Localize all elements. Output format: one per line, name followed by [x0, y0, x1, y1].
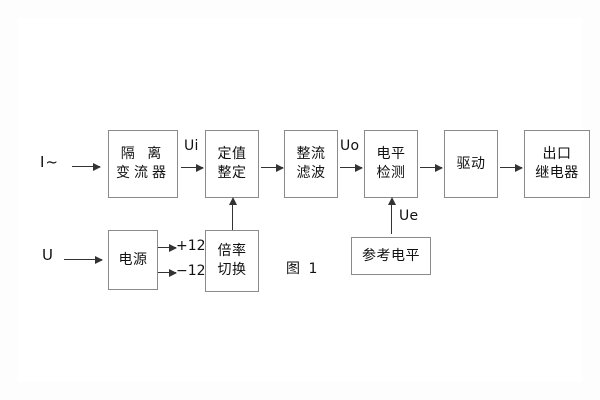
block-isolation-transformer-line2: 变流器	[116, 165, 170, 181]
block-drive-line1: 驱动	[456, 155, 486, 172]
block-output-relay-line1: 出口	[542, 146, 572, 163]
arrow-multiplier-to-setting	[228, 197, 237, 230]
block-rectify-filter-line1: 整流	[296, 146, 326, 163]
block-multiplier-switch-line2: 切换	[217, 262, 247, 278]
block-multiplier-switch-line1: 倍率	[217, 243, 247, 260]
block-level-detect-line1: 电平	[376, 146, 406, 163]
block-power-supply-line1: 电源	[118, 251, 148, 268]
signal-label-uo: Uo	[340, 138, 360, 154]
arrow-reference-to-level	[387, 197, 396, 234]
block-setting-adjust-line2: 整定	[217, 165, 247, 181]
arrow-isolation-to-setting	[181, 163, 204, 172]
block-isolation-transformer[interactable]: 隔 离 变流器	[108, 130, 178, 198]
figure-caption: 图 1	[286, 261, 320, 277]
arrow-level-to-drive	[420, 163, 443, 172]
block-drive[interactable]: 驱动	[444, 130, 498, 198]
input-label-voltage: U	[42, 246, 54, 264]
block-output-relay[interactable]: 出口 继电器	[524, 130, 590, 198]
block-rectify-filter-line2: 滤波	[296, 165, 326, 181]
block-power-supply[interactable]: 电源	[108, 230, 158, 290]
signal-label-ue: Ue	[399, 208, 419, 224]
diagram-frame: I~ 隔 离 变流器 Ui 定值 整定 整流 滤波 Uo 电平 检测	[18, 18, 590, 382]
block-setting-adjust-line1: 定值	[217, 146, 247, 163]
rail-line-positive	[158, 243, 177, 252]
block-output-relay-line2: 继电器	[535, 165, 579, 181]
arrow-drive-to-relay	[500, 163, 523, 172]
block-multiplier-switch[interactable]: 倍率 切换	[205, 230, 259, 292]
block-setting-adjust[interactable]: 定值 整定	[205, 130, 259, 198]
block-rectify-filter[interactable]: 整流 滤波	[284, 130, 338, 198]
input-lead-current	[72, 162, 101, 171]
arrow-setting-to-rectify	[261, 163, 284, 172]
input-label-current: I~	[40, 153, 59, 171]
block-level-detect-line2: 检测	[376, 165, 406, 181]
rail-line-negative	[158, 268, 177, 277]
block-reference-level-line1: 参考电平	[362, 247, 420, 264]
arrow-rectify-to-level	[340, 163, 363, 172]
block-level-detect[interactable]: 电平 检测	[364, 130, 418, 198]
signal-label-ui: Ui	[184, 138, 199, 154]
input-lead-voltage	[64, 255, 103, 264]
block-isolation-transformer-line1: 隔 离	[120, 146, 166, 163]
block-reference-level[interactable]: 参考电平	[351, 237, 431, 275]
